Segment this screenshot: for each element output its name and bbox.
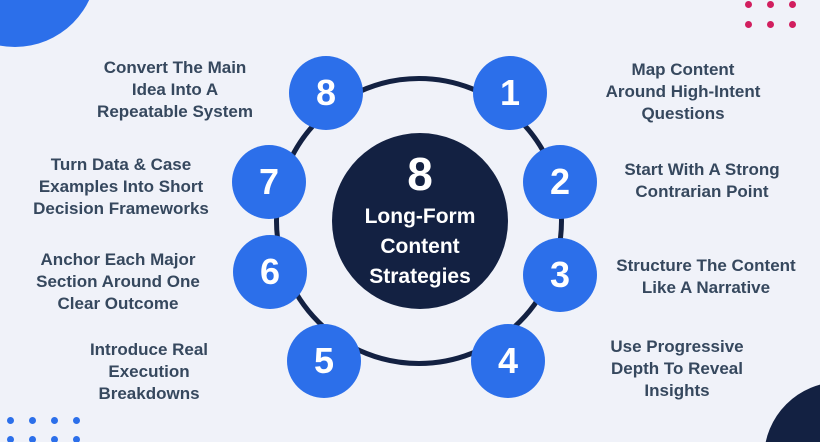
strategy-label-2: Start With A Strong Contrarian Point	[624, 160, 780, 201]
node-number: 2	[549, 161, 571, 202]
node-number: 3	[549, 254, 571, 295]
dots-pattern-top-right	[745, 1, 796, 28]
node-number: 4	[497, 340, 519, 381]
strategy-label-3: Structure The Content Like A Narrative	[616, 256, 796, 297]
decor-dot	[51, 417, 58, 424]
node-circle-1: 1	[473, 56, 547, 130]
center-count: 8	[407, 147, 433, 200]
strategy-label-8: Convert The Main Idea Into A Repeatable …	[97, 58, 253, 121]
decor-dot	[7, 436, 14, 442]
node-number: 8	[315, 72, 337, 113]
node-number: 7	[258, 161, 280, 202]
center-title: Long-Form Content Strategies	[364, 205, 476, 289]
strategy-label-1: Map Content Around High-Intent Questions	[605, 60, 761, 123]
decor-dot	[73, 436, 80, 442]
node-number: 1	[499, 72, 521, 113]
strategy-label-7: Turn Data & Case Examples Into Short Dec…	[33, 155, 209, 218]
dots-pattern-bottom-left	[7, 417, 80, 442]
node-circle-3: 3	[523, 238, 597, 312]
strategy-label-4: Use Progressive Depth To Reveal Insights	[610, 337, 744, 400]
node-circle-2: 2	[523, 145, 597, 219]
node-circle-8: 8	[289, 56, 363, 130]
center-hub: 8 Long-Form Content Strategies	[332, 133, 508, 309]
decor-dot	[29, 417, 36, 424]
decor-dot	[767, 1, 774, 8]
node-circle-4: 4	[471, 324, 545, 398]
node-number: 5	[313, 340, 335, 381]
decor-dot	[7, 417, 14, 424]
decor-dot	[73, 417, 80, 424]
strategy-label-5: Introduce Real Execution Breakdowns	[89, 340, 209, 403]
decor-dot	[51, 436, 58, 442]
decor-dot	[789, 21, 796, 28]
node-circle-5: 5	[287, 324, 361, 398]
decor-dot	[767, 21, 774, 28]
node-circle-6: 6	[233, 235, 307, 309]
decor-dot	[745, 1, 752, 8]
node-circle-7: 7	[232, 145, 306, 219]
decor-circle-top-left	[0, 0, 97, 47]
decor-dot	[745, 21, 752, 28]
decor-dot	[789, 1, 796, 8]
node-number: 6	[259, 251, 281, 292]
decor-dot	[29, 436, 36, 442]
connector-ring	[274, 76, 564, 366]
strategy-label-6: Anchor Each Major Section Around One Cle…	[36, 250, 200, 313]
